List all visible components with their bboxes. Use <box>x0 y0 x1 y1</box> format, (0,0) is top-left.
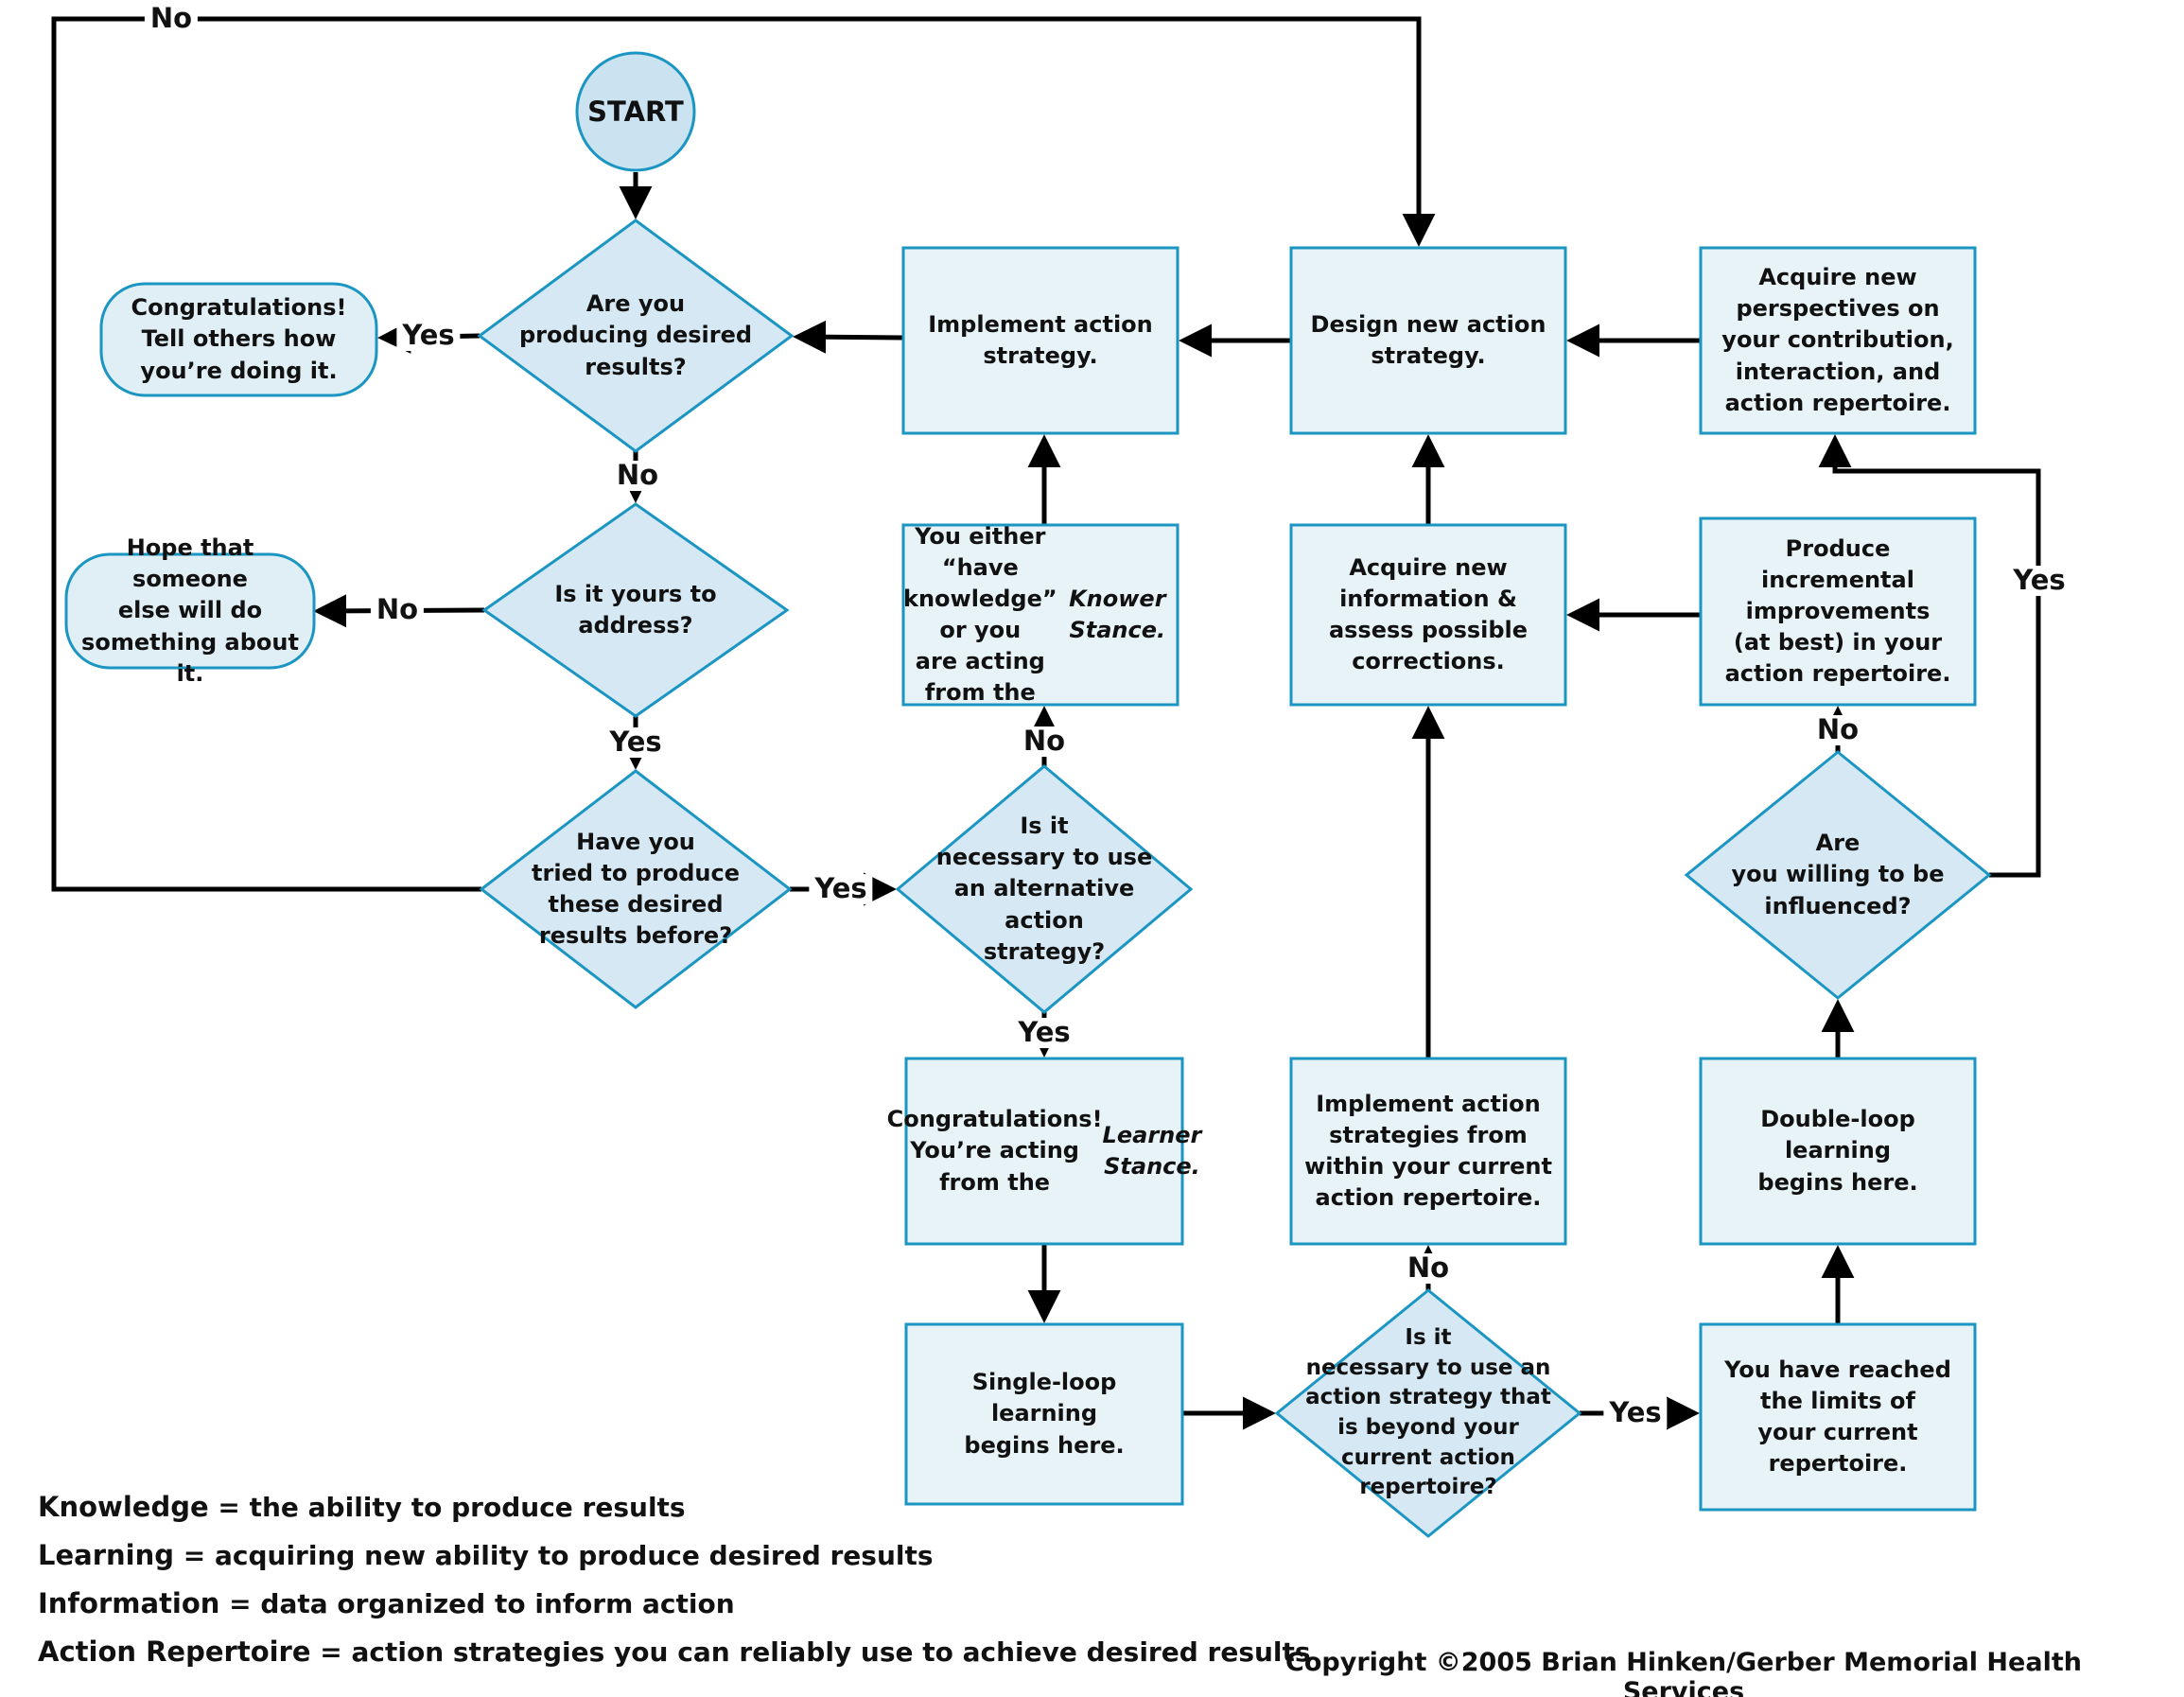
legend-learning-definition: = acquiring new ability to produce desir… <box>174 1540 934 1571</box>
process-implement-within: Implement action strategies from within … <box>1304 1090 1552 1212</box>
process-learner-text: Congratulations! You’re acting from the <box>886 1106 1103 1196</box>
process-learner: Congratulations! You’re acting from the … <box>887 1058 1202 1244</box>
process-implement-within-shape <box>1289 1057 1567 1246</box>
legend-information-definition: = data organized to inform action <box>219 1588 735 1619</box>
legend-learning-term: Learning <box>38 1539 175 1571</box>
start-terminator: START <box>587 95 684 128</box>
process-design: Design new action strategy. <box>1310 310 1546 369</box>
process-learner-shape <box>904 1057 1184 1246</box>
process-acquire-info-shape <box>1289 523 1567 707</box>
legend-information: Information = data organized to inform a… <box>38 1587 735 1619</box>
decision-producing: Are you producing desired results? <box>518 290 753 380</box>
decision-yours: Is it yours to address? <box>554 580 717 639</box>
process-double-loop: Double-loop learning begins here. <box>1757 1106 1918 1196</box>
edge-label-tried-yes: Yes <box>809 873 873 904</box>
decision-alternative-shape <box>895 764 1194 1014</box>
legend-learning: Learning = acquiring new ability to prod… <box>38 1539 934 1571</box>
process-implement: Implement action strategy. <box>928 310 1153 369</box>
copyright-line: Copyright ©2005 Brian Hinken/Gerber Memo… <box>1285 1648 2082 1697</box>
process-knower: You either “have knowledge” or you are a… <box>903 523 1178 707</box>
process-double-loop-shape <box>1699 1057 1977 1246</box>
legend-action-repertoire: Action Repertoire = action strategies yo… <box>38 1636 1311 1668</box>
process-acquire-perspectives-shape <box>1699 246 1977 435</box>
edge-label-willing-yes: Yes <box>2007 565 2071 596</box>
edge-label-willing-no: No <box>1810 714 1865 745</box>
legend-knowledge: Knowledge = the ability to produce resul… <box>38 1491 686 1523</box>
process-learner-italic: Learner Stance. <box>1102 1121 1202 1180</box>
edge-label-alt-no: No <box>1017 726 1072 757</box>
process-implement-shape <box>901 246 1179 435</box>
decision-willing-shape <box>1684 750 1992 1000</box>
decision-alternative: Is it necessary to use an alternative ac… <box>935 813 1153 965</box>
process-acquire-perspectives: Acquire new perspectives on your contrib… <box>1721 264 1954 416</box>
edge-label-yours-no: No <box>370 594 425 625</box>
decision-yours-shape <box>481 502 790 718</box>
process-knower-italic: Knower Stance. <box>1069 585 1166 643</box>
process-produce: Produce incremental improvements (at bes… <box>1724 534 1951 688</box>
process-knower-shape <box>901 523 1179 707</box>
decision-willing: Are you willing to be influenced? <box>1731 830 1945 919</box>
decision-beyond: Is it necessary to use an action strateg… <box>1305 1324 1551 1500</box>
process-acquire-info: Acquire new information & assess possibl… <box>1328 553 1529 675</box>
process-single-loop-shape <box>904 1322 1184 1506</box>
start-terminator-shape <box>575 51 696 172</box>
legend-information-term: Information <box>38 1587 220 1619</box>
edge-tried-no-loop-to-design <box>51 16 1436 892</box>
legend-action-repertoire-definition: = action strategies you can reliably use… <box>310 1636 1311 1668</box>
process-single-loop: Single-loop learning begins here. <box>964 1369 1125 1459</box>
legend-knowledge-term: Knowledge <box>38 1491 209 1523</box>
process-design-shape <box>1289 246 1567 435</box>
decision-tried: Have you tried to produce these desired … <box>532 828 740 950</box>
process-knower-text: You either “have knowledge” or you are a… <box>903 522 1057 707</box>
result-hope-shape <box>64 552 316 670</box>
result-hope: Hope that someone else will do something… <box>81 534 299 687</box>
process-reached-limits: You have reached the limits of your curr… <box>1724 1356 1951 1478</box>
edge-label-beyond-no: No <box>1401 1252 1456 1284</box>
edge-willing-yes-to-acquirepersp <box>1818 434 2041 878</box>
edge-label-producing-no: No <box>610 460 665 491</box>
decision-tried-shape <box>479 769 793 1009</box>
result-congrats-tell: Congratulations! Tell others how you’re … <box>131 294 347 384</box>
process-reached-limits-shape <box>1699 1322 1977 1512</box>
legend-action-repertoire-term: Action Repertoire <box>38 1636 311 1668</box>
edge-label-beyond-yes: Yes <box>1603 1397 1668 1428</box>
edge-label-producing-yes: Yes <box>396 320 461 351</box>
edge-label-loop-no: No <box>144 3 199 34</box>
edge-label-yours-yes: Yes <box>603 726 668 758</box>
process-produce-shape <box>1699 516 1977 707</box>
edge-label-alt-yes: Yes <box>1012 1017 1076 1048</box>
edge-implement-to-producing <box>793 320 904 354</box>
decision-beyond-shape <box>1274 1288 1582 1538</box>
legend-knowledge-definition: = the ability to produce results <box>208 1492 686 1523</box>
decision-producing-shape <box>477 219 795 453</box>
result-congrats-tell-shape <box>99 282 378 397</box>
